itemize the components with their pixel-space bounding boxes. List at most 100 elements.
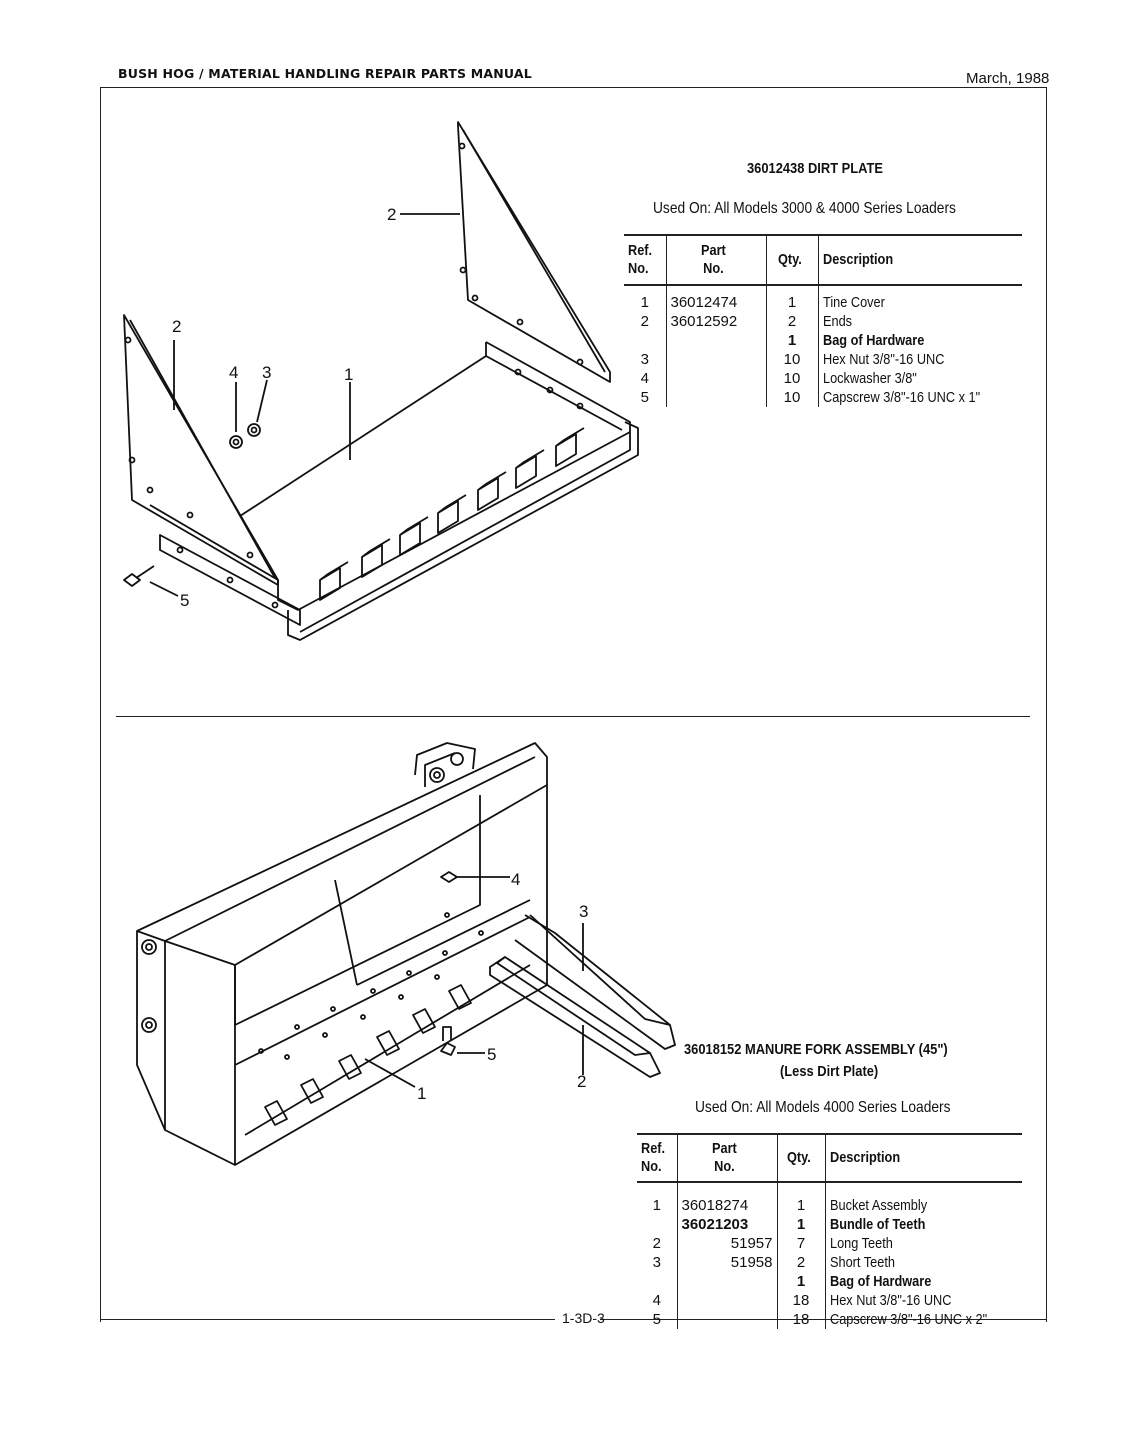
row-desc: Bundle of Teeth [829,1216,925,1233]
col-ref: Ref.No. [628,242,653,277]
row-part [665,350,766,369]
row-part: 51957 [676,1234,777,1253]
row-qty: 1 [765,293,818,312]
tine-sockets [319,427,585,601]
row-ref [637,1272,677,1291]
manure-fork-used-on: Used On: All Models 4000 Series Loaders [695,1099,951,1116]
callout-bottom-5: 5 [487,1045,496,1064]
row-part: 36021203 [676,1215,777,1234]
row-ref: 1 [652,1197,661,1214]
row-desc: Ends [822,313,852,330]
row-part: 51958 [676,1253,777,1272]
row-desc: Capscrew 3/8"-16 UNC x 2" [829,1311,987,1328]
row-desc: Bag of Hardware [822,332,924,349]
col-desc: Description [829,1149,900,1166]
table-row: 3 10 Hex Nut 3/8"-16 UNC [624,350,1022,369]
callout-bottom-4: 4 [511,870,520,889]
row-qty: 1 [776,1196,825,1215]
row-qty: 7 [776,1234,825,1253]
callout-top-4: 4 [229,363,238,382]
row-ref [624,331,666,350]
row-qty: 2 [765,312,818,331]
footer-rule-left [100,1319,555,1320]
row-part: 36012592 [665,312,766,331]
row-part: 36018274 [676,1196,777,1215]
manual-title: BUSH HOG / MATERIAL HANDLING REPAIR PART… [118,66,532,81]
callout-top-5: 5 [180,591,189,610]
row-desc: Hex Nut 3/8"-16 UNC [829,1292,951,1309]
callout-top-1: 1 [344,365,353,384]
long-tine [514,914,676,1050]
col-desc: Description [822,251,893,268]
table-row: 36021203 1 Bundle of Teeth [637,1215,1022,1234]
row-qty: 18 [776,1310,825,1329]
left-end-plate [123,314,279,586]
callout-bottom-3: 3 [579,902,588,921]
row-ref: 5 [652,1311,661,1328]
col-qty: Qty. [777,251,802,268]
row-desc: Bucket Assembly [829,1197,927,1214]
row-part [665,331,766,350]
dirt-plate-used-on: Used On: All Models 3000 & 4000 Series L… [653,200,956,217]
row-ref [637,1215,677,1234]
callout-top-3: 3 [262,363,271,382]
table-row: 5 18 Capscrew 3/8"-16 UNC x 2" [637,1310,1022,1329]
row-ref: 4 [640,370,649,387]
row-part: 36012474 [665,293,766,312]
table-row: 2 36012592 2 Ends [624,312,1022,331]
row-ref: 4 [652,1292,661,1309]
row-ref: 2 [640,313,649,330]
row-ref: 3 [652,1254,661,1271]
dirt-plate-title: 36012438 DIRT PLATE [747,160,883,177]
callout-top-2b: 2 [172,317,181,336]
row-qty: 2 [776,1253,825,1272]
manual-date: March, 1988 [966,70,1050,87]
row-desc: Hex Nut 3/8"-16 UNC [822,351,944,368]
row-qty: 1 [776,1215,825,1234]
row-qty: 1 [776,1272,825,1291]
tine-cover [277,341,631,611]
row-part [665,369,766,388]
row-part [676,1272,777,1291]
row-qty: 10 [765,350,818,369]
manure-fork-drawing: 4 3 5 2 1 [136,742,676,1166]
row-part [665,388,766,407]
page-number: 1-3D-3 [562,1310,605,1326]
table-row: 4 10 Lockwasher 3/8" [624,369,1022,388]
row-part [676,1310,777,1329]
table-row: 1 Bag of Hardware [624,331,1022,350]
row-desc: Capscrew 3/8"-16 UNC x 1" [822,389,980,406]
table-row: 5 10 Capscrew 3/8"-16 UNC x 1" [624,388,1022,407]
floor-slots [264,984,472,1126]
callout-top-2a: 2 [387,205,396,224]
section-divider [116,716,1030,717]
table-row: 1 36018274 1 Bucket Assembly [637,1196,1022,1215]
row-ref: 1 [640,294,649,311]
table-row: 1 Bag of Hardware [637,1272,1022,1291]
row-part [676,1291,777,1310]
col-ref: Ref.No. [641,1140,666,1175]
manure-fork-subtitle: (Less Dirt Plate) [780,1063,879,1080]
row-desc: Lockwasher 3/8" [822,370,917,387]
row-ref: 5 [640,389,649,406]
table-row: 2 51957 7 Long Teeth [637,1234,1022,1253]
row-ref: 2 [652,1235,661,1252]
table-row: 4 18 Hex Nut 3/8"-16 UNC [637,1291,1022,1310]
row-qty: 18 [776,1291,825,1310]
row-qty: 1 [765,331,818,350]
row-qty: 10 [765,369,818,388]
manure-fork-title: 36018152 MANURE FORK ASSEMBLY (45") [684,1041,948,1058]
callout-bottom-2: 2 [577,1072,586,1091]
col-qty: Qty. [786,1149,811,1166]
row-desc: Bag of Hardware [829,1273,931,1290]
page-frame [100,87,1047,1322]
row-desc: Long Teeth [829,1235,893,1252]
row-ref: 3 [640,351,649,368]
row-desc: Tine Cover [822,294,885,311]
table-row: 1 36012474 1 Tine Cover [624,293,1022,312]
table-row: 3 51958 2 Short Teeth [637,1253,1022,1272]
